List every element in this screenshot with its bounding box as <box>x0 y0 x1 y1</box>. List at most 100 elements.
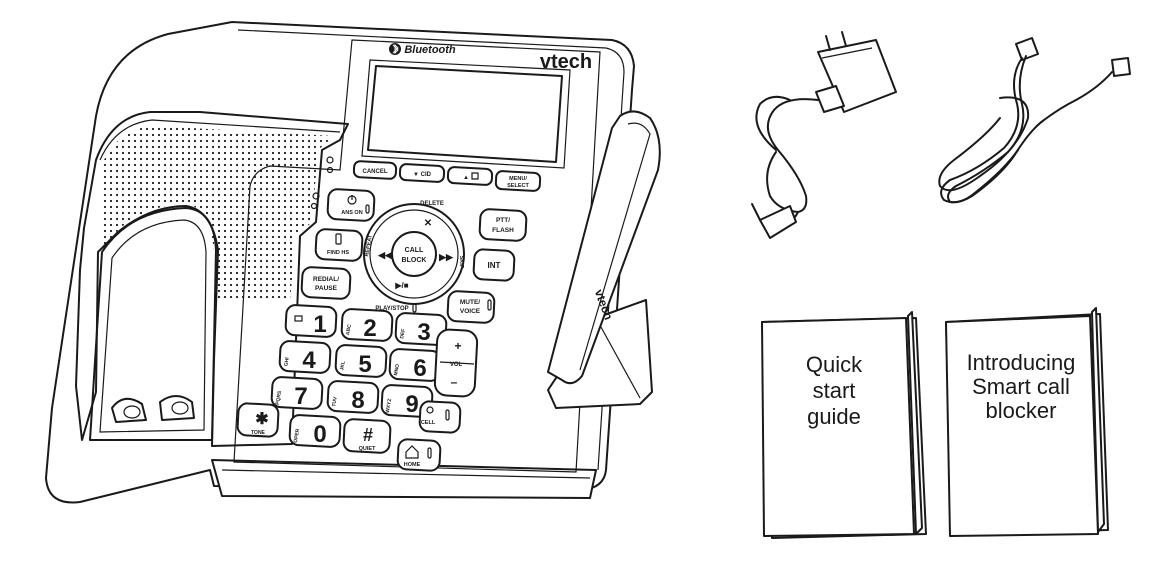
block-label: BLOCK <box>402 257 427 264</box>
bluetooth-logo: Bluetooth <box>389 43 456 56</box>
key-6-digit: 6 <box>413 355 426 382</box>
cid-down-button[interactable] <box>398 163 446 183</box>
tone-label: TONE <box>251 430 265 436</box>
svg-text:TUV: TUV <box>331 396 339 408</box>
smart-call-blocker-booklet: Introducing Smart call blocker <box>945 307 1109 537</box>
hash-glyph: # <box>363 425 373 445</box>
svg-text:OPER: OPER <box>293 428 301 443</box>
brand-logo: vtech <box>540 51 592 73</box>
svg-text:MNO: MNO <box>393 363 401 376</box>
navigation-ring: DELETE ✕ ◀◀ ▶▶ ▶/■ REPEAT SKIP CALL BLOC… <box>363 201 465 313</box>
svg-text:WXYZ: WXYZ <box>385 398 393 413</box>
booklet-1-line-1: Quick <box>806 352 863 377</box>
key-5-digit: 5 <box>358 351 371 378</box>
mute-label: MUTE/ <box>460 299 480 306</box>
ptt-label: PTT/ <box>496 217 510 224</box>
svg-text:ABC: ABC <box>345 324 353 336</box>
menu-label: MENU/ <box>509 176 527 182</box>
home-button[interactable]: HOME <box>396 438 442 472</box>
key-8-digit: 8 <box>351 387 364 414</box>
cid-down-button-label: ▼ CID <box>413 172 432 178</box>
led-indicator <box>326 156 334 164</box>
bluetooth-icon <box>392 43 399 55</box>
booklet-2-line-1: Introducing <box>967 350 1076 375</box>
int-label: INT <box>488 261 501 270</box>
handset-on-stand: vtech <box>547 110 661 409</box>
key-8[interactable]: TUV 8 <box>326 380 380 414</box>
call-label: CALL <box>405 247 424 254</box>
pause-label: PAUSE <box>315 285 338 292</box>
svg-text:DEF: DEF <box>399 328 407 339</box>
booklet-1-line-3: guide <box>807 404 861 429</box>
svg-text:PQRS: PQRS <box>275 390 283 406</box>
key-2-digit: 2 <box>363 315 376 342</box>
key-7-digit: 7 <box>294 383 307 410</box>
delete-label: DELETE <box>420 201 444 207</box>
led-indicator <box>310 202 318 210</box>
ans-on-label: ANS ON <box>341 210 362 216</box>
int-button[interactable]: INT <box>472 248 516 282</box>
bluetooth-label: Bluetooth <box>404 44 456 56</box>
key-3-digit: 3 <box>417 319 430 346</box>
telephone-base: Bluetooth vtech CANCEL ▼ CID ▲ MENU/ SEL… <box>45 21 635 504</box>
select-label: SELECT <box>507 183 529 189</box>
key-6[interactable]: MNO 6 <box>388 348 442 382</box>
key-0-digit: 0 <box>313 421 326 448</box>
key-9-digit: 9 <box>405 391 418 418</box>
find-hs-button[interactable]: FIND HS <box>314 228 364 262</box>
key-1-digit: 1 <box>313 311 326 338</box>
skip-forward-icon[interactable]: ▶▶ <box>438 252 454 262</box>
mail-icon <box>294 315 303 322</box>
redial-label: REDIAL/ <box>313 276 339 283</box>
voice-label: VOICE <box>460 308 481 315</box>
booklet-2-line-2: Smart call <box>972 374 1070 399</box>
key-5[interactable]: JKL 5 <box>334 344 388 378</box>
home-icon <box>405 445 419 459</box>
star-glyph: ✱ <box>255 411 268 428</box>
key-hash-quiet[interactable]: # QUIET <box>342 418 392 454</box>
power-adapter <box>751 31 897 239</box>
lcd-screen <box>367 65 563 163</box>
cancel-button-label: CANCEL <box>363 169 388 175</box>
key-star-tone[interactable]: ✱ TONE <box>236 402 280 438</box>
phonebook-icon <box>471 172 479 180</box>
svg-text:JKL: JKL <box>339 361 347 371</box>
skip-label: SKIP <box>458 256 464 269</box>
play-stop-icon[interactable]: ▶/■ <box>394 281 408 290</box>
key-2[interactable]: ABC 2 <box>340 308 394 342</box>
key-1[interactable]: 1 <box>284 304 338 338</box>
volume-rocker[interactable]: + VOL – <box>433 328 479 398</box>
cell-icon <box>426 406 434 414</box>
delete-x-icon[interactable]: ✕ <box>424 218 432 229</box>
telephone-line-cord <box>938 37 1131 204</box>
ptt-flash-button[interactable]: PTT/ FLASH <box>478 208 528 242</box>
cell-label: CELL <box>421 420 436 426</box>
key-4-digit: 4 <box>302 347 316 374</box>
keypad: 1 ABC 2 DEF 3 GHI 4 JKL 5 <box>236 304 448 454</box>
play-stop-label: PLAY/STOP <box>375 306 408 312</box>
led-indicator <box>312 192 320 200</box>
volume-down-glyph: – <box>451 375 458 389</box>
up-phonebook-button[interactable] <box>446 166 494 186</box>
call-block-button[interactable]: CALL BLOCK <box>391 231 437 277</box>
ans-on-button[interactable]: ANS ON <box>326 188 376 222</box>
soft-keys-row: CANCEL ▼ CID ▲ MENU/ SELECT <box>352 160 542 192</box>
repeat-label: REPEAT <box>364 234 374 257</box>
up-button-label: ▲ <box>463 175 469 181</box>
svg-text:GHI: GHI <box>283 356 291 366</box>
cell-button[interactable]: CELL <box>418 400 462 434</box>
vol-label: VOL <box>450 362 463 368</box>
repeat-rewind-icon[interactable]: ◀◀ <box>377 250 393 260</box>
key-7[interactable]: PQRS 7 <box>270 376 324 410</box>
mute-voice-button[interactable]: MUTE/ VOICE <box>446 290 496 324</box>
volume-up-glyph: + <box>454 339 461 353</box>
redial-pause-button[interactable]: REDIAL/ PAUSE <box>300 266 352 300</box>
quiet-label: QUIET <box>359 446 376 452</box>
cancel-button[interactable] <box>352 160 398 180</box>
home-label: HOME <box>404 462 421 468</box>
booklet-2-line-3: blocker <box>986 398 1057 423</box>
key-0[interactable]: OPER 0 <box>288 414 342 448</box>
key-4[interactable]: GHI 4 <box>278 340 332 374</box>
menu-select-button[interactable] <box>494 170 542 192</box>
